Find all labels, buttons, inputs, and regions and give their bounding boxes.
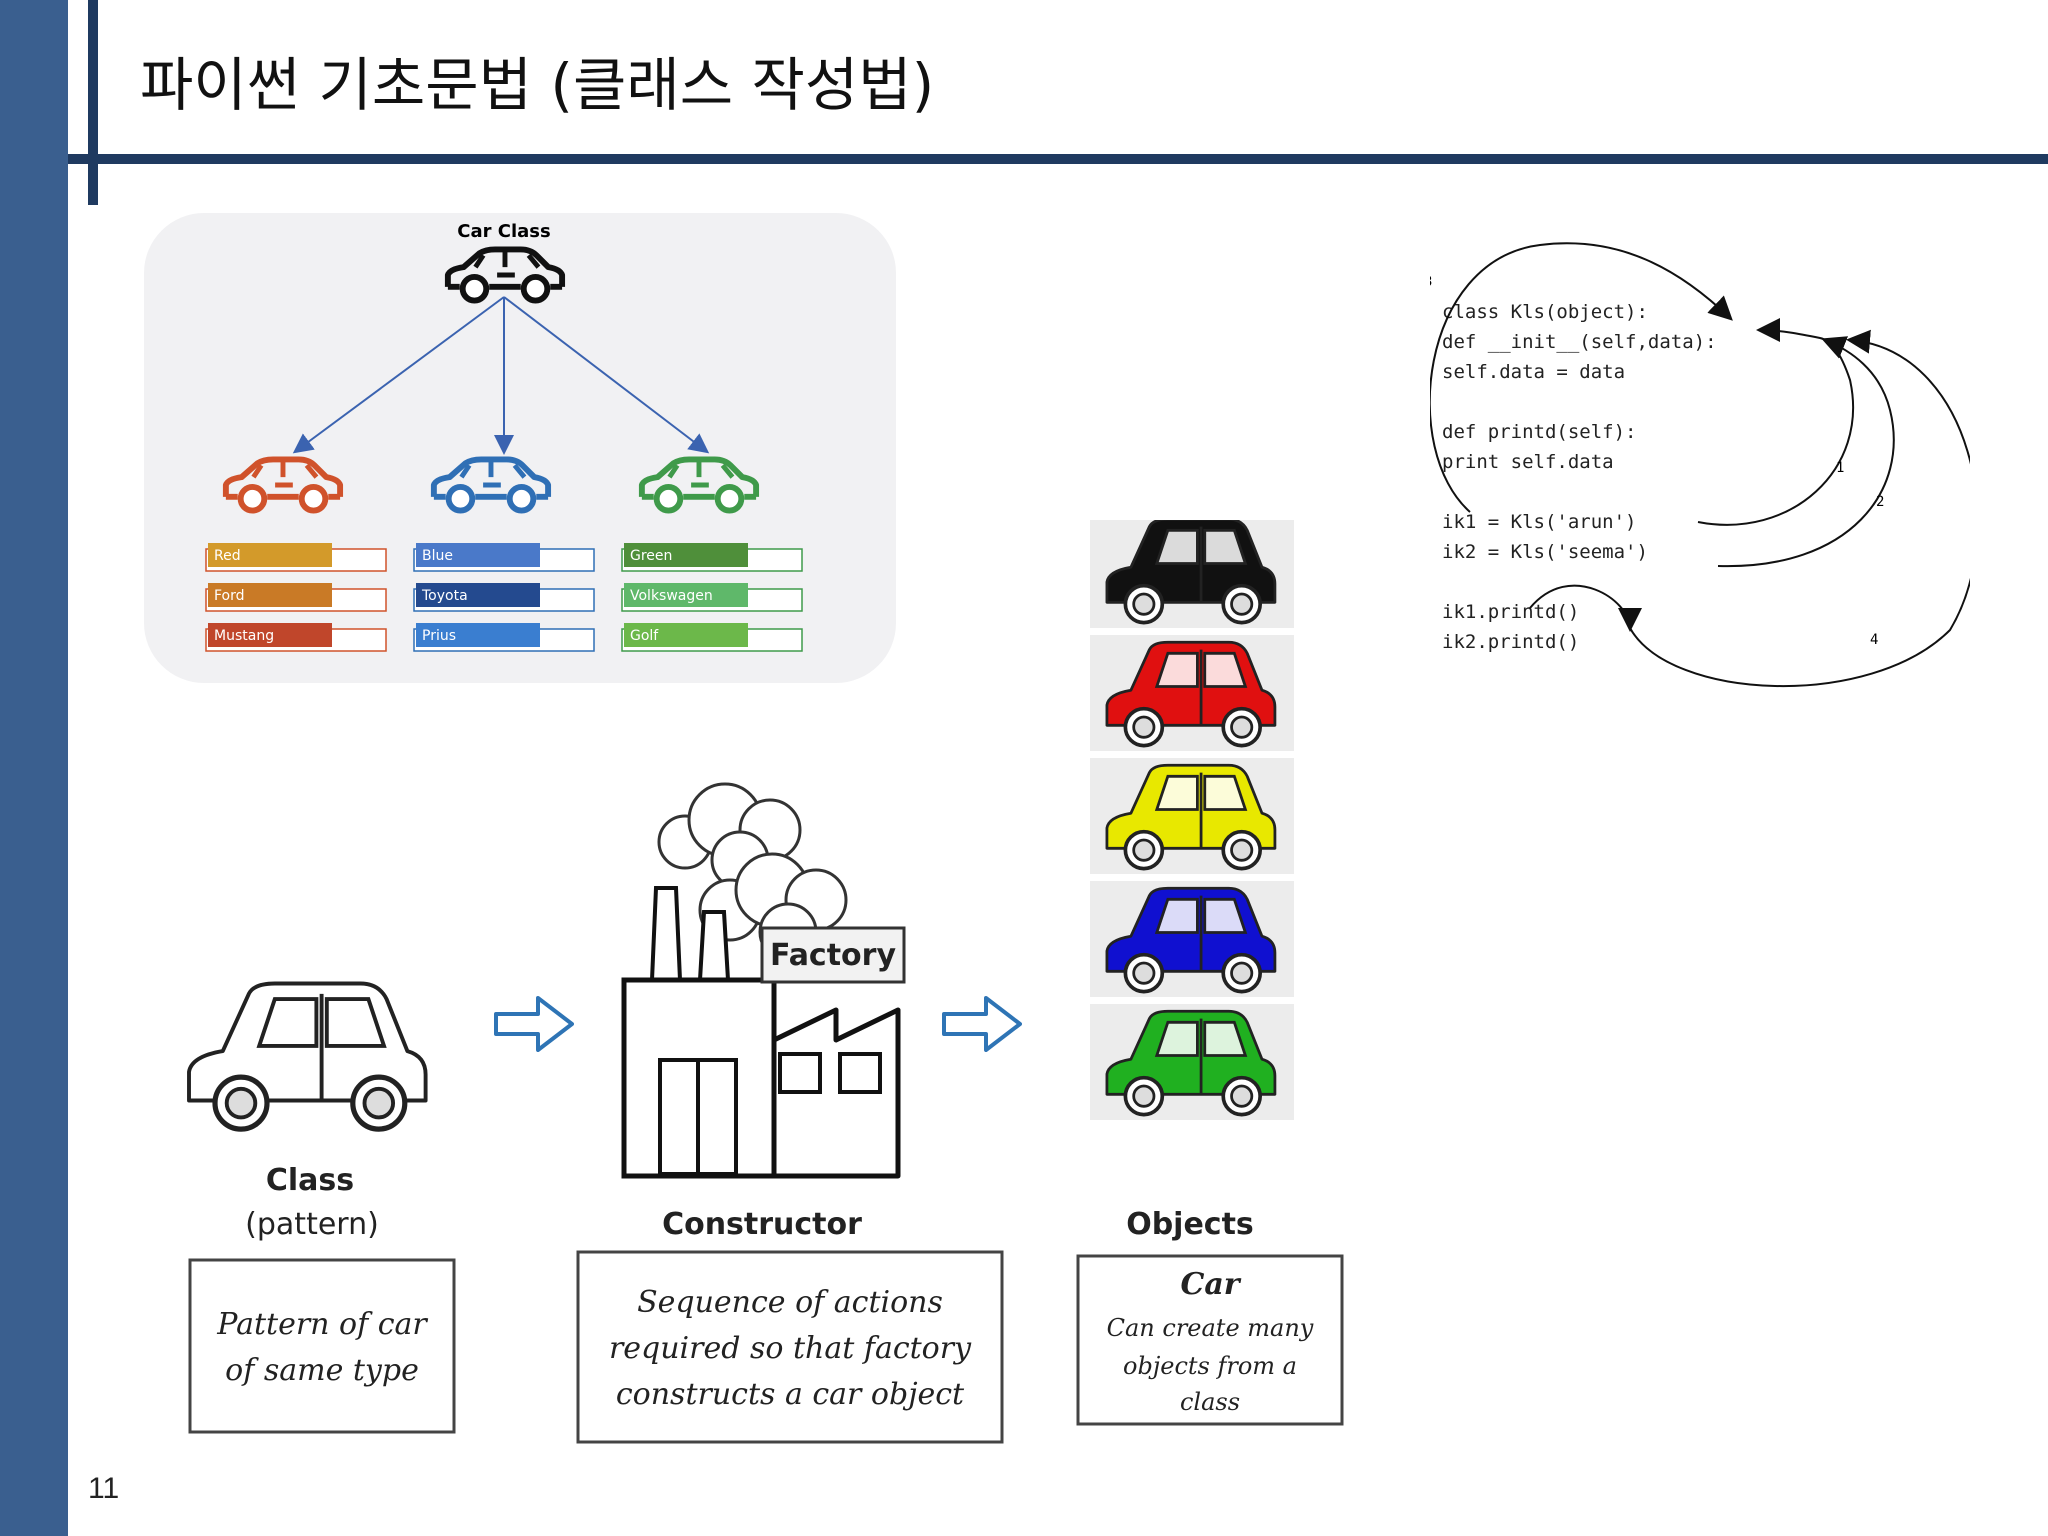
attribute-label: Green	[630, 548, 672, 564]
class-car-outline	[189, 984, 426, 1130]
attribute-label: Golf	[630, 628, 659, 644]
objects-description-box	[1076, 1254, 1344, 1426]
class-heading: Class	[266, 1163, 354, 1198]
constructor-description-box	[576, 1250, 1004, 1444]
objects-box-title: Car	[1180, 1267, 1241, 1302]
constructor-heading: Constructor	[662, 1207, 862, 1242]
code-line: ik1.printd()	[1442, 601, 1579, 623]
flow-arrow-4	[1629, 329, 1970, 687]
arrow-to-green-car	[503, 296, 710, 454]
attribute-label: Toyota	[421, 588, 468, 604]
attribute-label: Prius	[422, 628, 456, 644]
objects-heading: Objects	[1126, 1207, 1254, 1242]
factory-sign	[760, 926, 906, 984]
attribute-fill	[208, 543, 332, 567]
class-description-box	[188, 1258, 456, 1434]
car-class-title: Car Class	[457, 221, 550, 242]
object-cars	[1090, 520, 1294, 1120]
objects-description-line-1: Can create many	[1107, 1314, 1314, 1342]
left-accent-band	[0, 0, 68, 1536]
arrow-to-red-car	[292, 296, 505, 454]
objects-description-line-2: objects from a	[1123, 1352, 1297, 1380]
attribute-fill	[416, 583, 540, 607]
page-number: 11	[88, 1472, 120, 1505]
code-line: self.data = data	[1442, 361, 1625, 383]
attribute-label: Mustang	[214, 628, 274, 644]
attribute-fill	[416, 543, 540, 567]
code-line: ik2 = Kls('seema')	[1442, 541, 1648, 563]
attribute-fill	[624, 583, 748, 607]
attribute-fill	[208, 583, 332, 607]
flow-arrow-2	[1717, 336, 1895, 568]
attribute-fill	[624, 623, 748, 647]
code-line: def printd(self):	[1442, 421, 1636, 443]
car-class-figure: Car Class RedFordMustangBlueToyotaPriusG…	[144, 213, 896, 683]
flow-arrow-ik1	[1529, 584, 1642, 632]
attribute-label: Blue	[422, 548, 453, 564]
constructor-description-line-2: required so that factory	[609, 1331, 972, 1366]
attribute-fill	[416, 623, 540, 647]
smoke-clouds	[657, 782, 848, 962]
slide-title: 파이썬 기초문법 (클래스 작성법)	[140, 51, 935, 119]
arrow-to-constructor	[494, 996, 574, 1052]
attribute-label: Volkswagen	[630, 588, 713, 604]
class-subheading: (pattern)	[245, 1207, 379, 1242]
title-vertical-rule	[88, 0, 98, 205]
constructor-description-line-1: Sequence of actions	[637, 1285, 943, 1320]
code-line: ik2.printd()	[1442, 631, 1579, 653]
flow-arrow-3	[1430, 242, 1733, 513]
step-label-3: 3	[1430, 274, 1432, 290]
step-label-2: 2	[1876, 494, 1884, 510]
arrow-to-objects	[942, 996, 1022, 1052]
code-flow-figure: class Kls(object): def __init__(self,dat…	[1430, 242, 1970, 687]
title-horizontal-rule	[68, 154, 2048, 164]
class-description-line-1: Pattern of car	[216, 1307, 428, 1342]
attribute-label: Ford	[214, 588, 245, 604]
step-label-1: 1	[1836, 460, 1844, 476]
factory-figure: Factory Class (pattern) Constructor Obje…	[140, 520, 1344, 1444]
attribute-label: Red	[214, 548, 241, 564]
constructor-description-line-3: constructs a car object	[616, 1377, 965, 1412]
factory-label: Factory	[770, 938, 897, 973]
code-line: class Kls(object):	[1442, 301, 1648, 323]
attribute-fill	[624, 543, 748, 567]
code-line: print self.data	[1442, 451, 1614, 473]
step-label-4: 4	[1870, 632, 1878, 648]
code-line: ik1 = Kls('arun')	[1442, 511, 1636, 533]
factory-illustration: Factory	[621, 782, 906, 1179]
flow-arrow-1	[1697, 318, 1855, 526]
code-line: def __init__(self,data):	[1442, 331, 1717, 353]
attribute-fill	[208, 623, 332, 647]
code-block: class Kls(object): def __init__(self,dat…	[1442, 301, 1717, 653]
objects-description-line-3: class	[1180, 1388, 1240, 1416]
car-columns: RedFordMustangBlueToyotaPriusGreenVolksw…	[205, 459, 803, 652]
class-description-line-2: of same type	[225, 1353, 419, 1388]
